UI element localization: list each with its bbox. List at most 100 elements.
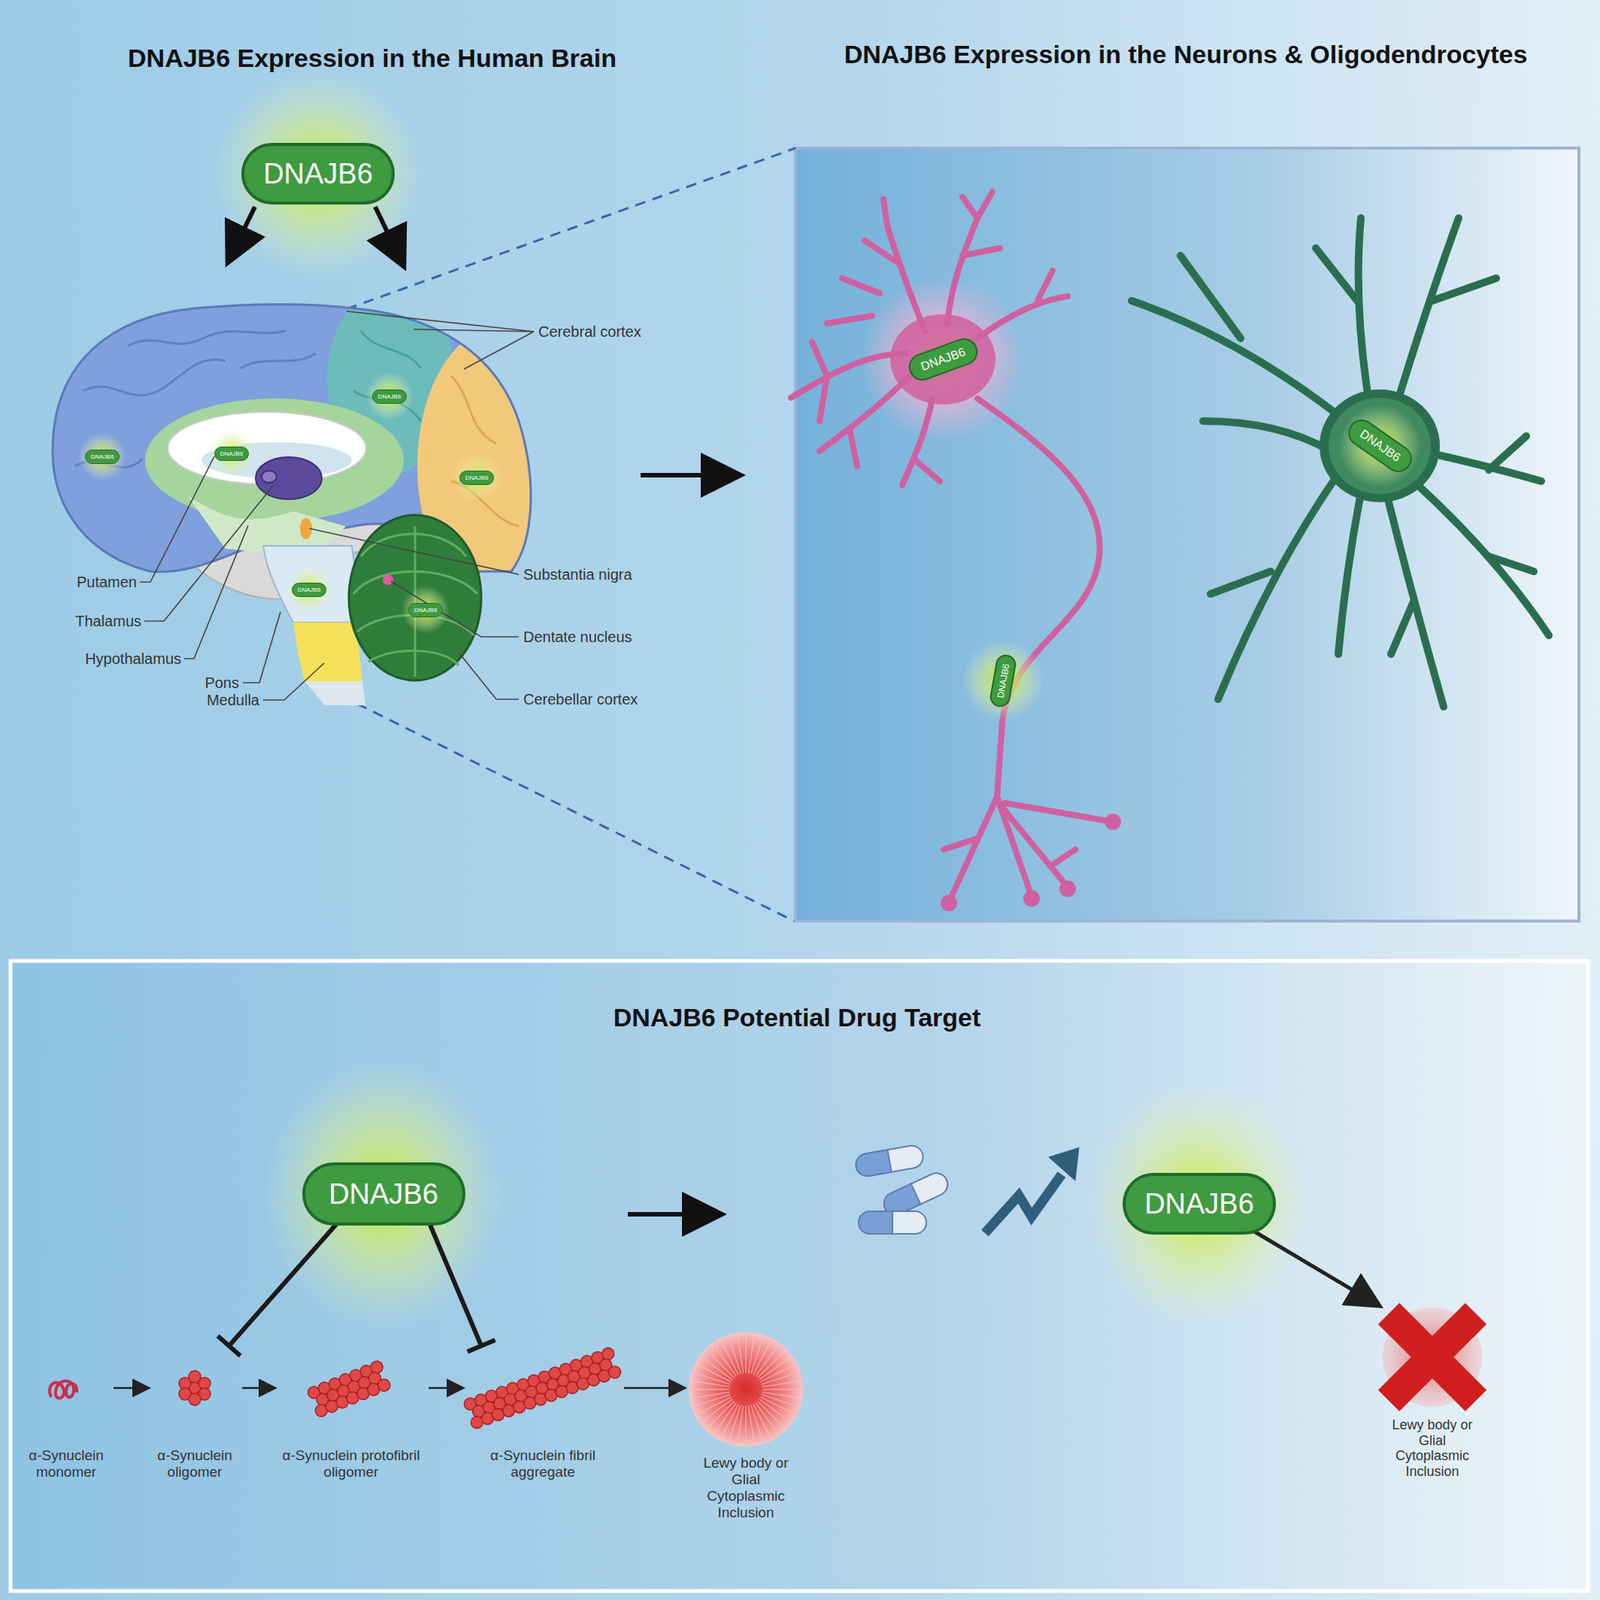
neuron-part [977, 270, 1068, 339]
drug-pills-part [858, 1211, 927, 1234]
region-label: Dentate nucleus [523, 628, 633, 646]
region-label: Putamen [76, 573, 137, 591]
brain-glows-part [284, 565, 334, 614]
neuron-part [943, 796, 1113, 903]
synuclein-stage: Lewy body or Glial Cytoplasmic Inclusion [685, 1345, 807, 1521]
drug-pills [854, 1143, 952, 1234]
aggregates-part [378, 1378, 391, 1391]
aggregates-part [188, 1370, 201, 1383]
neuron-part [864, 199, 925, 331]
region-label: Hypothalamus [84, 650, 182, 668]
brain-part [255, 457, 322, 500]
brain-glows-part [365, 372, 414, 421]
region-label: Pons [204, 674, 240, 692]
increase-arrow [984, 1150, 1077, 1234]
brain-part [263, 545, 355, 623]
brain-part-part [353, 330, 422, 422]
brain-part-part-part [360, 330, 422, 369]
lewy-body-part [748, 1406, 755, 1442]
stage-caption: α-Synuclein monomer [21, 1447, 112, 1481]
synuclein-stage: α-Synuclein fibril aggregate [463, 1345, 622, 1481]
aggregates-part [609, 1366, 622, 1379]
aggregates [178, 1348, 622, 1429]
connector-line [229, 1222, 339, 1346]
leader-lines-part [263, 663, 325, 700]
connector [429, 1222, 496, 1352]
neuron-part [947, 191, 1000, 324]
drug-pills-part-part [854, 1149, 892, 1178]
brain-glows-part [78, 432, 127, 481]
protein-name: DNAJB6 [414, 606, 438, 614]
protein-name: DNAJB6 [378, 393, 402, 400]
aggregates-part [188, 1393, 201, 1406]
brain-part [353, 526, 478, 677]
lewy-body-part [762, 1381, 798, 1388]
region-label: Substantia nigra [523, 566, 633, 584]
protein-name: DNAJB6 [263, 157, 373, 191]
glows-part [212, 68, 424, 279]
neuron-part [819, 375, 910, 467]
connector [428, 1387, 462, 1389]
neuron-part [790, 342, 907, 422]
drug-pills-part-part [858, 1211, 927, 1234]
neuron-part [977, 398, 1100, 797]
brain-part [167, 412, 367, 485]
brain-part-part-part [240, 353, 316, 369]
zoom-guides-part [357, 703, 794, 922]
pointer-arrows-part [375, 206, 403, 264]
synuclein-stage: α-Synuclein monomer [21, 1345, 112, 1481]
protein-name: DNAJB6 [220, 450, 244, 458]
panel-backgrounds [10, 148, 1588, 1591]
brain-part [261, 470, 277, 483]
synuclein-stage: α-Synuclein protofibril oligomer [275, 1345, 427, 1481]
neuron-part [902, 398, 940, 485]
lewy-body-part [762, 1388, 799, 1391]
oligodendrocyte-part [1413, 481, 1549, 636]
neuron-part [1062, 883, 1073, 894]
brain-part-part-part [451, 375, 497, 444]
leader-lines-part [346, 311, 534, 332]
lewy-body-part [693, 1388, 730, 1391]
aggregates-part [602, 1348, 615, 1361]
inhibition-bar [467, 1339, 496, 1352]
pointer-arrows-part [640, 472, 737, 478]
oligodendrocyte-part [1328, 397, 1431, 494]
lewy-body [688, 1332, 804, 1447]
connector-line [1254, 1231, 1377, 1305]
brain-part-part-part [127, 330, 286, 346]
protein-name: DNAJB6 [465, 474, 489, 482]
brain-part [382, 574, 394, 585]
leader-lines-part [413, 329, 534, 332]
protein-pill: DNAJB6 [241, 142, 395, 205]
brain [45, 285, 583, 706]
leader-lines-part [144, 484, 274, 622]
oligodendrocyte-part [1387, 496, 1444, 707]
lewy-body-part [745, 1406, 747, 1443]
connector-line [624, 1387, 684, 1390]
lewy-body-part [737, 1337, 744, 1373]
increase-arrow-part [1052, 1150, 1077, 1177]
lewy-body-part [688, 1332, 804, 1447]
protein-name: DNAJB6 [90, 453, 115, 461]
panel-title: DNAJB6 Potential Drug Target [613, 1003, 982, 1033]
brain-glows-part [401, 585, 450, 634]
brain-part [293, 622, 363, 682]
leader-lines-part [390, 581, 519, 637]
blocked-inclusion-item: Lewy body or Glial Cytoplasmic Inclusion [1372, 1304, 1493, 1480]
connector [624, 1387, 684, 1389]
oligodendrocyte-part [1210, 473, 1339, 700]
panel-title: DNAJB6 Expression in the Neurons & Oligo… [844, 39, 1528, 70]
glows-part [263, 1058, 504, 1330]
oligodendrocyte-part [1319, 389, 1440, 503]
region-label: Thalamus [75, 612, 142, 631]
protein-pill: DNAJB6 [302, 1162, 466, 1226]
protein-pill: DNAJB6 [459, 470, 494, 485]
panel-backgrounds-part [795, 148, 1579, 922]
connector-line [113, 1387, 148, 1390]
protein-pill: DNAJB6 [291, 582, 327, 597]
connector [218, 1222, 339, 1356]
oligodendrocyte-part [1338, 404, 1422, 488]
oligodendrocyte-part [1338, 492, 1361, 655]
